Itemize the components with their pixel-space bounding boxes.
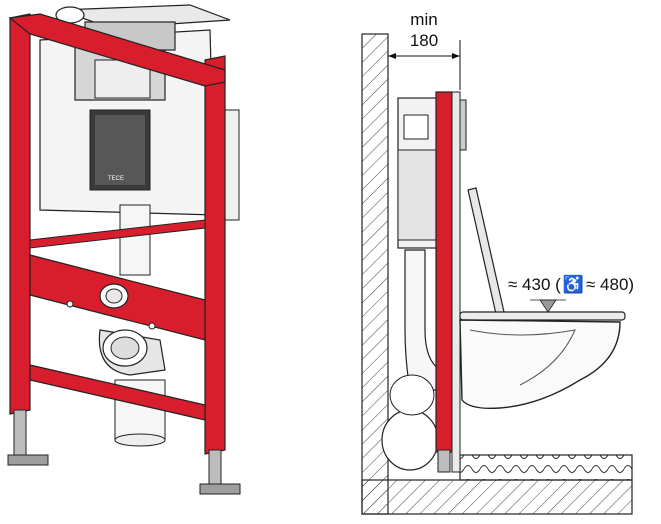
cistern-valve xyxy=(403,114,429,140)
depth-dimension: min 180 xyxy=(388,10,461,90)
frame-upright-right xyxy=(204,55,226,455)
foot-right xyxy=(199,483,241,495)
section-view: min 180 ≈ 430 (♿≈ 480) xyxy=(361,10,634,515)
actuator-plate xyxy=(459,99,467,151)
drain-lower-bottom xyxy=(114,433,166,447)
frame-section-leg xyxy=(437,449,451,473)
cistern-window-shade xyxy=(95,115,145,185)
bolt-hole xyxy=(66,300,74,308)
seat-height-label: ≈ 430 (♿≈ 480) xyxy=(508,274,634,313)
depth-value: 180 xyxy=(410,31,438,50)
toilet-lid xyxy=(467,187,505,315)
foot-left xyxy=(7,454,49,466)
frame-upright-left xyxy=(9,13,31,415)
cistern-fill xyxy=(397,149,439,241)
drain-section xyxy=(381,409,439,471)
seat-height-text: ≈ 430 (♿≈ 480) xyxy=(508,274,634,294)
bolt-hole xyxy=(148,322,156,330)
height-marker-triangle xyxy=(539,299,557,313)
flush-pipe-hole-inner xyxy=(105,288,123,304)
floor-insulation xyxy=(459,454,633,481)
leg-left xyxy=(13,409,27,461)
frame-top-bar xyxy=(8,13,226,87)
min-label: min xyxy=(410,10,437,29)
frame-3d-view: TECE xyxy=(7,4,241,495)
wheelchair-icon: ♿ xyxy=(563,274,584,294)
floor-section xyxy=(361,479,633,515)
brand-label: TECE xyxy=(108,176,124,182)
pan-connector-inner xyxy=(110,336,140,360)
drain-section-2 xyxy=(389,374,435,416)
toilet-bowl-inner xyxy=(469,329,576,386)
drain-pipe xyxy=(119,204,151,276)
frame-bottom-bar xyxy=(29,364,206,421)
toilet-bowl xyxy=(459,319,621,410)
side-bracket xyxy=(224,109,240,221)
flush-pipe-section xyxy=(404,249,441,391)
frame-strut xyxy=(29,219,206,249)
toilet-seat xyxy=(459,311,626,321)
frame-section xyxy=(435,91,453,453)
wall-lining xyxy=(451,91,461,473)
